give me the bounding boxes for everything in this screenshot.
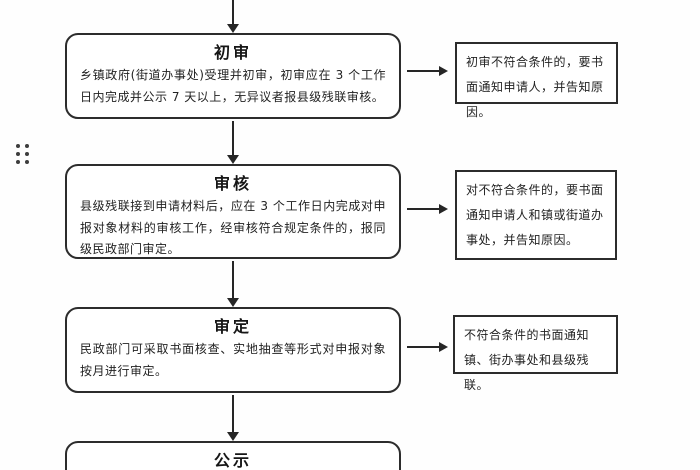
drag-handle-dot [16,160,20,164]
arrow-down-incoming-head [227,24,239,33]
arrow-down-1-head [227,155,239,164]
step-box-chushen: 初审 乡镇政府(街道办事处)受理并初审，初审应在 3 个工作日内完成并公示 7 … [65,33,401,119]
arrow-right-2-head [439,204,448,214]
step-title-gongshi: 公示 [213,451,252,470]
side-note-shenhe: 对不符合条件的，要书面通知申请人和镇或街道办事处，并告知原因。 [455,170,617,260]
arrow-down-2-line [232,261,234,298]
arrow-down-1-line [232,121,234,155]
step-body-chushen: 乡镇政府(街道办事处)受理并初审，初审应在 3 个工作日内完成并公示 7 天以上… [80,68,386,104]
step-body-shending: 民政部门可采取书面核查、实地抽查等形式对申报对象按月进行审定。 [80,342,386,378]
drag-handle-dot [16,152,20,156]
drag-handle-dot [25,160,29,164]
arrow-right-1-head [439,66,448,76]
arrow-right-3-head [439,342,448,352]
step-title-chushen: 初审 [213,43,252,62]
drag-handle-dot [16,144,20,148]
arrow-down-2-head [227,298,239,307]
step-title-shenhe: 审核 [213,174,252,193]
step-box-shending: 审定 民政部门可采取书面核查、实地抽查等形式对申报对象按月进行审定。 [65,307,401,393]
drag-handle-dot [25,152,29,156]
side-note-chushen: 初审不符合条件的，要书面通知申请人，并告知原因。 [455,42,618,119]
drag-handle-dot [25,144,29,148]
side-note-shending: 不符合条件的书面通知镇、街办事处和县级残联。 [453,315,618,392]
arrow-down-3-line [232,395,234,432]
step-title-shending: 审定 [213,317,252,336]
arrow-right-1-line [407,70,439,72]
arrow-right-2-line [407,208,439,210]
arrow-down-incoming-line [232,0,234,24]
arrow-down-3-head [227,432,239,441]
step-body-shenhe: 县级残联接到申请材料后，应在 3 个工作日内完成对申报对象材料的审核工作，经审核… [80,199,386,256]
step-box-shenhe: 审核 县级残联接到申请材料后，应在 3 个工作日内完成对申报对象材料的审核工作，… [65,164,401,259]
drag-handle-icon[interactable] [16,144,29,164]
arrow-right-3-line [407,346,439,348]
step-box-gongshi: 公示 [65,441,401,470]
